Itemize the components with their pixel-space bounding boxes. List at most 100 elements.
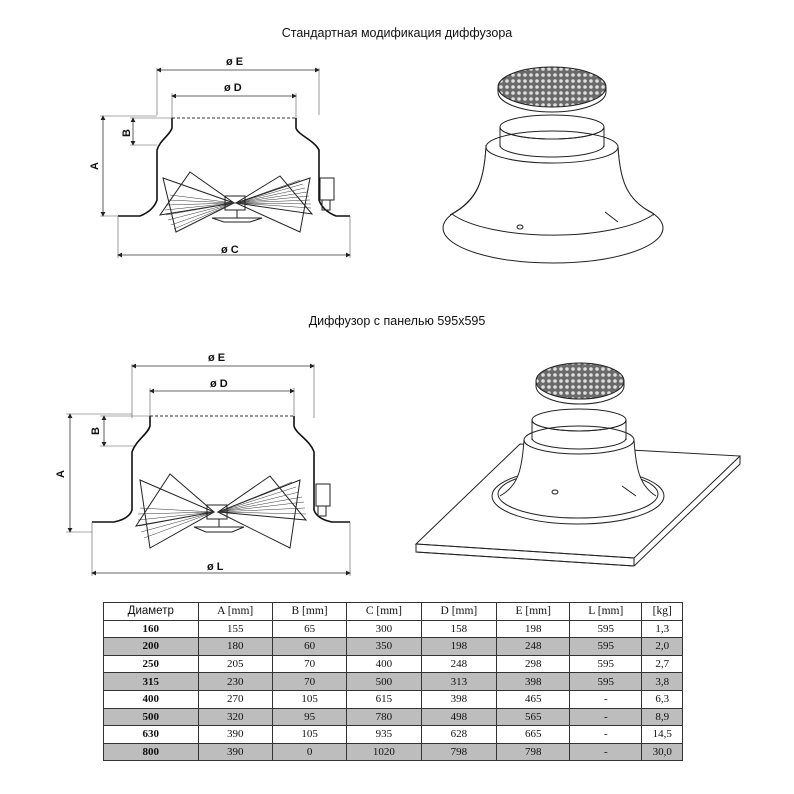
table-cell: 498 [420, 707, 498, 727]
table-cell: 180 [197, 637, 273, 656]
col-header: A [mm] [197, 602, 273, 621]
table-cell: 95 [271, 707, 348, 727]
table-cell: 270 [197, 689, 273, 709]
table-cell-diameter: 315 [103, 672, 199, 691]
table-cell-diameter: 500 [103, 707, 199, 727]
table-cell: 615 [346, 689, 422, 709]
section-title-panel: Диффузор с панелью 595x595 [308, 314, 486, 328]
table-cell: 230 [197, 672, 273, 691]
table-cell: 390 [197, 742, 273, 762]
table-cell-diameter: 630 [103, 725, 199, 744]
side-view-panel: ø E ø D B A [55, 352, 351, 576]
dim-label-e: ø E [226, 56, 243, 68]
table-cell: 205 [197, 654, 273, 674]
dim-label-a: A [89, 162, 101, 170]
table-cell: 665 [496, 725, 571, 744]
col-header: C [mm] [346, 602, 422, 621]
isometric-view-standard [442, 66, 664, 264]
table-cell: 3,8 [641, 672, 683, 691]
isometric-view-panel [414, 362, 742, 567]
table-cell: 400 [346, 654, 422, 674]
table-cell-diameter: 160 [103, 619, 199, 639]
table-cell: 60 [271, 637, 348, 656]
table-cell: 595 [569, 637, 643, 656]
table-cell-diameter: 400 [103, 689, 199, 709]
col-header: B [mm] [271, 602, 348, 621]
dim-label-c: ø C [221, 244, 239, 256]
table-cell: 798 [420, 742, 498, 762]
table-cell: - [569, 707, 643, 727]
dim-label-d2: ø D [210, 378, 228, 390]
table-cell-diameter: 200 [103, 637, 199, 656]
table-cell: 320 [197, 707, 273, 727]
table-cell-diameter: 800 [103, 742, 199, 762]
col-header: [kg] [641, 602, 683, 621]
table-cell: 390 [197, 725, 273, 744]
table-cell: 398 [496, 672, 571, 691]
diffuser-blades [158, 171, 314, 233]
table-cell: 500 [346, 672, 422, 691]
table-cell: 30,0 [641, 742, 683, 762]
table-cell: 248 [420, 654, 498, 674]
table-cell: - [569, 742, 643, 762]
table-cell: 70 [271, 654, 348, 674]
section-title-standard: Стандартная модификация диффузора [281, 26, 513, 40]
table-cell: 595 [569, 619, 643, 639]
table-cell: 8,9 [641, 707, 683, 727]
side-view-standard: ø E ø D B A [89, 56, 351, 258]
table-header-row: Диаметр A [mm] B [mm] C [mm] D [mm] E [m… [103, 602, 683, 621]
table-cell: 14,5 [641, 725, 683, 744]
table-cell: 595 [569, 654, 643, 674]
table-cell: 935 [346, 725, 422, 744]
table-cell: - [569, 725, 643, 744]
table-cell: - [569, 689, 643, 709]
table-cell: 565 [496, 707, 571, 727]
table-cell: 65 [271, 619, 348, 639]
table-cell: 248 [496, 637, 571, 656]
diffuser-blades-panel [134, 473, 308, 549]
col-header: L [mm] [569, 602, 643, 621]
table-cell: 158 [420, 619, 498, 639]
table-cell: 0 [271, 742, 348, 762]
dim-label-l: ø L [207, 561, 224, 573]
table-cell: 465 [496, 689, 571, 709]
table-cell: 798 [496, 742, 571, 762]
table-cell: 6,3 [641, 689, 683, 709]
table-cell: 105 [271, 725, 348, 744]
table-cell: 1,3 [641, 619, 683, 639]
table-cell: 2,7 [641, 654, 683, 674]
table-cell: 198 [420, 637, 498, 656]
technical-drawings: ø E ø D B A [55, 56, 742, 576]
table-cell: 780 [346, 707, 422, 727]
dim-label-b2: B [90, 427, 102, 435]
col-header: Диаметр [103, 602, 199, 621]
table-cell: 70 [271, 672, 348, 691]
dim-label-a2: A [55, 470, 67, 478]
table-cell: 1020 [346, 742, 422, 762]
specification-table: Диаметр A [mm] B [mm] C [mm] D [mm] E [m… [103, 602, 683, 762]
table-cell: 300 [346, 619, 422, 639]
col-header: E [mm] [496, 602, 571, 621]
dim-label-d: ø D [224, 82, 242, 94]
table-cell: 398 [420, 689, 498, 709]
table-cell: 350 [346, 637, 422, 656]
table-cell: 2,0 [641, 637, 683, 656]
table-cell-diameter: 250 [103, 654, 199, 674]
table-cell: 313 [420, 672, 498, 691]
dim-label-e2: ø E [208, 352, 225, 364]
dim-label-b: B [121, 129, 133, 137]
table-cell: 628 [420, 725, 498, 744]
col-header: D [mm] [420, 602, 498, 621]
table-cell: 595 [569, 672, 643, 691]
table-cell: 155 [197, 619, 273, 639]
table-cell: 198 [496, 619, 571, 639]
table-cell: 105 [271, 689, 348, 709]
